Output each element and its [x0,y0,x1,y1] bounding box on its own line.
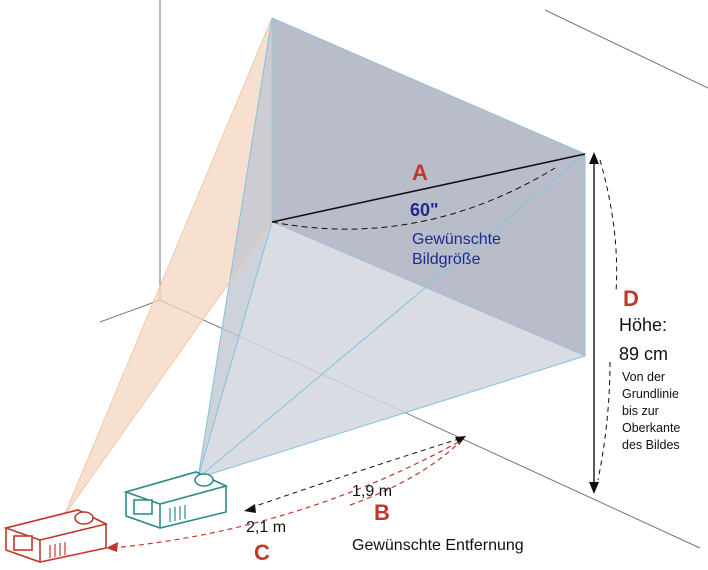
label-c-letter: C [254,540,270,565]
label-d-desc-3: bis zur [622,404,659,418]
height-arrow-bottom [589,482,599,494]
ceiling-line [544,9,708,89]
left-floor-line [99,299,161,323]
distance-b-line [249,437,463,509]
diagonal-line [271,153,586,223]
height-arrow-top [589,152,599,164]
label-d-letter: D [623,286,639,311]
distance-b-arrow-end [455,436,466,445]
distance-b-arrow-start [244,504,256,513]
distance-c-arrow-start [106,542,118,552]
distance-caption: Gewünschte Entfernung [352,537,524,554]
label-a-letter: A [412,160,428,185]
label-d-title: Höhe: [619,315,667,335]
projector-far-icon [3,509,109,563]
near-beam-bottom [198,222,585,478]
label-b-letter: B [374,500,390,525]
label-b-value: 1,9 m [352,483,392,500]
near-beam-edges [197,17,586,479]
label-d-desc-2: Grundlinie [622,387,679,401]
height-arc-bottom [597,361,611,481]
label-d-value: 89 cm [619,344,668,364]
label-c-value: 2,1 m [246,519,286,536]
label-a-desc-2: Bildgröße [412,251,481,268]
far-beam-edges [63,17,273,517]
label-d-desc-4: Oberkante [622,421,680,435]
diagonal-arc [271,167,556,230]
label-d-desc-1: Von der [622,370,665,384]
label-a-desc-1: Gewünschte [412,231,501,248]
projector-near-icon [123,471,229,529]
distance-c-line [111,439,463,549]
label-d-desc-5: des Bildes [622,438,680,452]
height-arc-top [599,159,618,293]
label-a-value: 60" [410,200,439,220]
